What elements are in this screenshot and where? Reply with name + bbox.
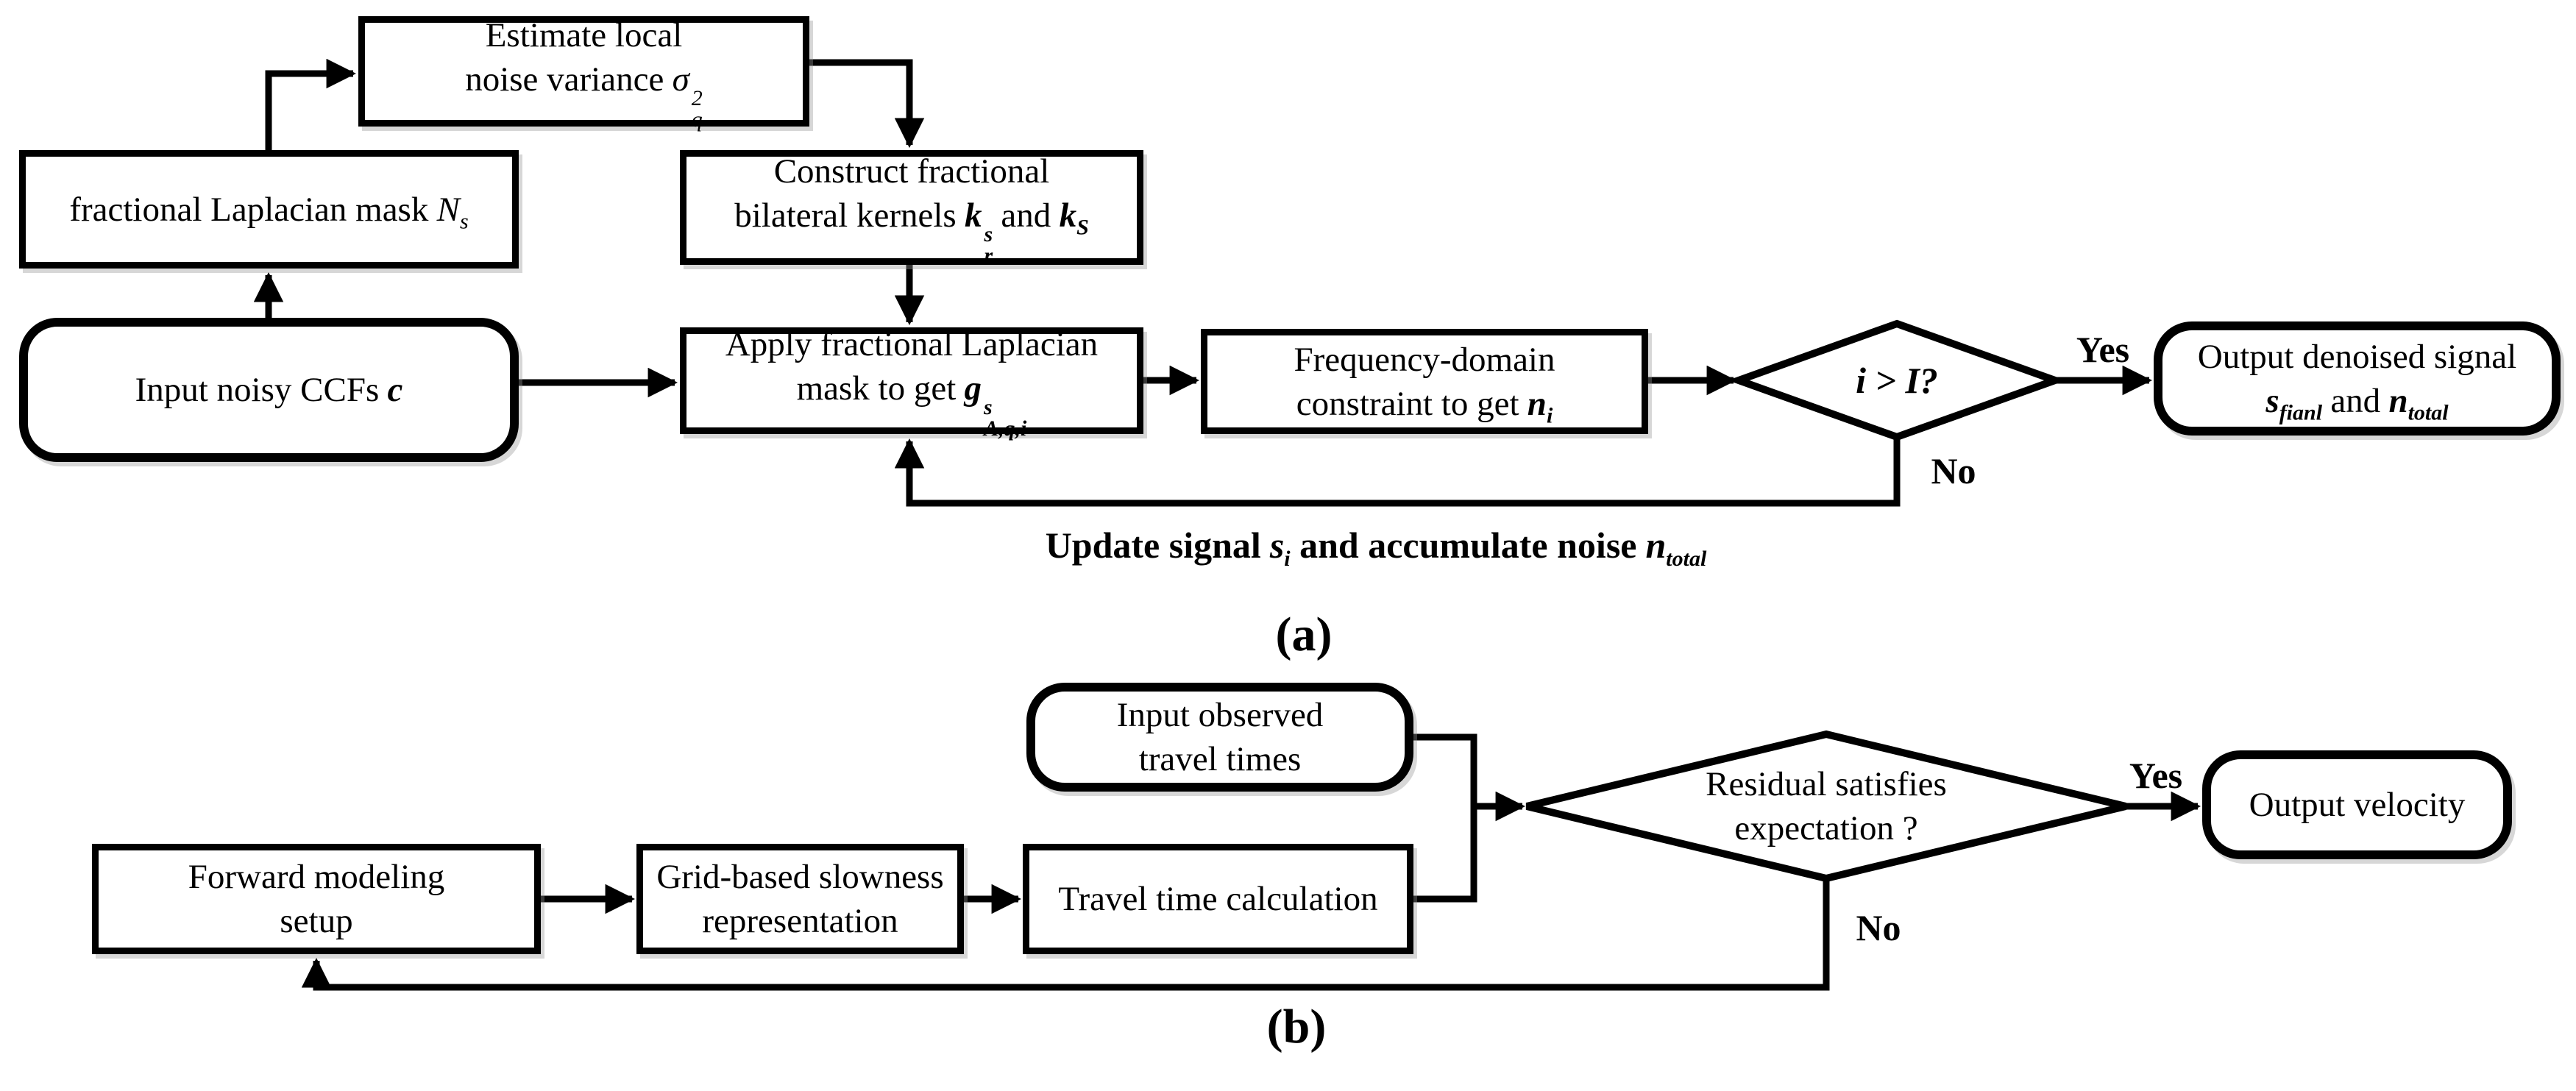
apply-line1: Apply fractional Laplacian	[725, 325, 1099, 363]
label-no-b: No	[1856, 907, 1901, 948]
formula-c: c	[387, 371, 403, 409]
label-no-a: No	[1931, 450, 1976, 491]
decision-a-label: i > I?	[1856, 360, 1938, 401]
output-velocity-text: Output velocity	[2249, 786, 2466, 824]
node-forward-modeling-setup: Forward modeling setup	[92, 844, 541, 954]
formula-ni: ni	[1527, 384, 1553, 427]
formula-n-total: ntotal	[2388, 381, 2449, 424]
loop-decision-b-no-to-forward	[301, 878, 1830, 991]
input-observed-line1: Input observed	[1116, 696, 1324, 734]
formula-s-fianl: sfianl	[2265, 381, 2323, 424]
caption-b: (b)	[1266, 1000, 1327, 1053]
grid-line2: representation	[702, 902, 898, 940]
label-yes-b: Yes	[2129, 755, 2183, 796]
node-travel-time-calculation: Travel time calculation	[1023, 844, 1413, 954]
formula-n-total-update: ntotal	[1645, 525, 1707, 571]
travel-text: Travel time calculation	[1058, 880, 1378, 918]
freq-line1: Frequency-domain	[1294, 340, 1555, 379]
decision-b-line1: Residual satisfies	[1706, 765, 1947, 803]
wire-travel-to-junction	[1413, 806, 1477, 903]
forward-line2: setup	[280, 902, 353, 940]
decision-b-label: Residual satisfies expectation ?	[1527, 734, 2126, 878]
formula-kS: kS	[1059, 196, 1089, 239]
loop-decision-a-no-to-apply	[894, 437, 1901, 507]
input-observed-line2: travel times	[1138, 740, 1302, 778]
construct-line1: Construct fractional	[773, 152, 1050, 191]
output-a-line1: Output denoised signal	[2197, 337, 2517, 376]
node-output-velocity: Output velocity	[2202, 750, 2512, 859]
formula-s-i: si	[1269, 525, 1291, 571]
decision-diamond-b	[1525, 730, 2127, 883]
wire-input-observed-to-junction	[1413, 733, 1477, 806]
node-grid-based-slowness: Grid-based slowness representation	[636, 844, 964, 954]
arrow-estimate-to-construct	[809, 59, 925, 149]
arrow-mask-to-estimate	[265, 58, 357, 150]
formula-Ns: Ns	[436, 190, 469, 233]
grid-line1: Grid-based slowness	[656, 858, 944, 896]
caption-a: (a)	[1275, 608, 1333, 661]
decision-diamond-a	[1728, 319, 2066, 441]
node-input-observed-travel-times: Input observed travel times	[1026, 683, 1413, 792]
estimate-line1: Estimate local	[485, 15, 683, 54]
decision-b-line2: expectation ?	[1734, 809, 1918, 847]
forward-line1: Forward modeling	[188, 858, 445, 896]
label-yes-a: Yes	[2076, 329, 2130, 370]
